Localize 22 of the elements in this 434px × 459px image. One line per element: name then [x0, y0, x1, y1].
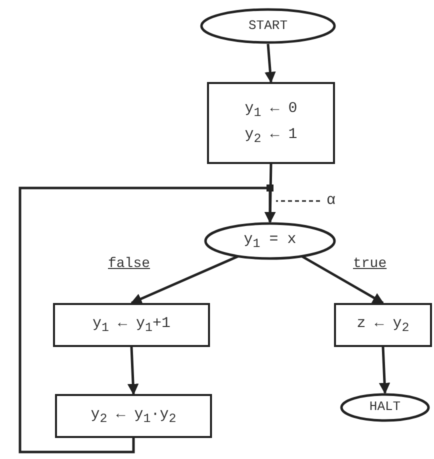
callout-label: α: [326, 191, 336, 212]
terminal-label: START: [248, 16, 288, 35]
statement-text: y$_{2}$ ← 1: [244, 125, 298, 148]
arrow: [130, 255, 239, 304]
statement-text: z ← y$_{2}$: [356, 314, 410, 337]
leader-line: [276, 200, 320, 202]
statement-text: y$_{1}$ ← 0: [244, 98, 298, 122]
process-box: [207, 82, 335, 164]
arrow: [301, 255, 384, 304]
arrow: [18, 186, 276, 454]
arrow: [264, 44, 276, 84]
process-box: [55, 394, 212, 438]
process-box: [334, 303, 432, 347]
terminal-label: HALT: [369, 398, 401, 416]
edge-label: true: [352, 256, 388, 272]
edge-label: false: [107, 256, 152, 272]
arrow: [127, 346, 139, 396]
process-box: [53, 303, 210, 347]
arrow: [378, 346, 390, 394]
statement-text: y$_{1}$ ← y$_{1}$+1: [92, 314, 171, 337]
terminal-label: y$_{1}$ = x: [244, 230, 296, 253]
statement-text: y$_{2}$ ← y$_{1}$·y$_{2}$: [90, 404, 176, 428]
